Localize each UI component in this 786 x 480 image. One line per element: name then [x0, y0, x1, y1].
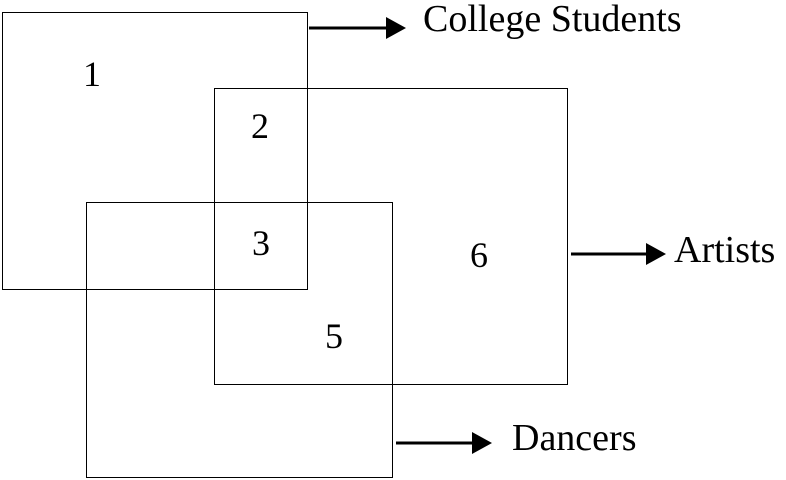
dancers-box: [86, 202, 393, 478]
artists-arrow: [571, 243, 666, 265]
region-number-3: 3: [252, 223, 270, 263]
college-students-label: College Students: [423, 0, 682, 40]
region-number-1: 1: [83, 54, 101, 94]
region-number-2: 2: [251, 106, 269, 146]
region-number-6: 6: [470, 235, 488, 275]
artists-box: [214, 88, 568, 385]
college-students-box: [2, 12, 308, 290]
region-number-5: 5: [325, 316, 343, 356]
dancers-arrow: [396, 432, 492, 454]
college-students-arrow: [309, 17, 406, 39]
dancers-label: Dancers: [512, 417, 636, 459]
artists-label: Artists: [674, 229, 775, 271]
